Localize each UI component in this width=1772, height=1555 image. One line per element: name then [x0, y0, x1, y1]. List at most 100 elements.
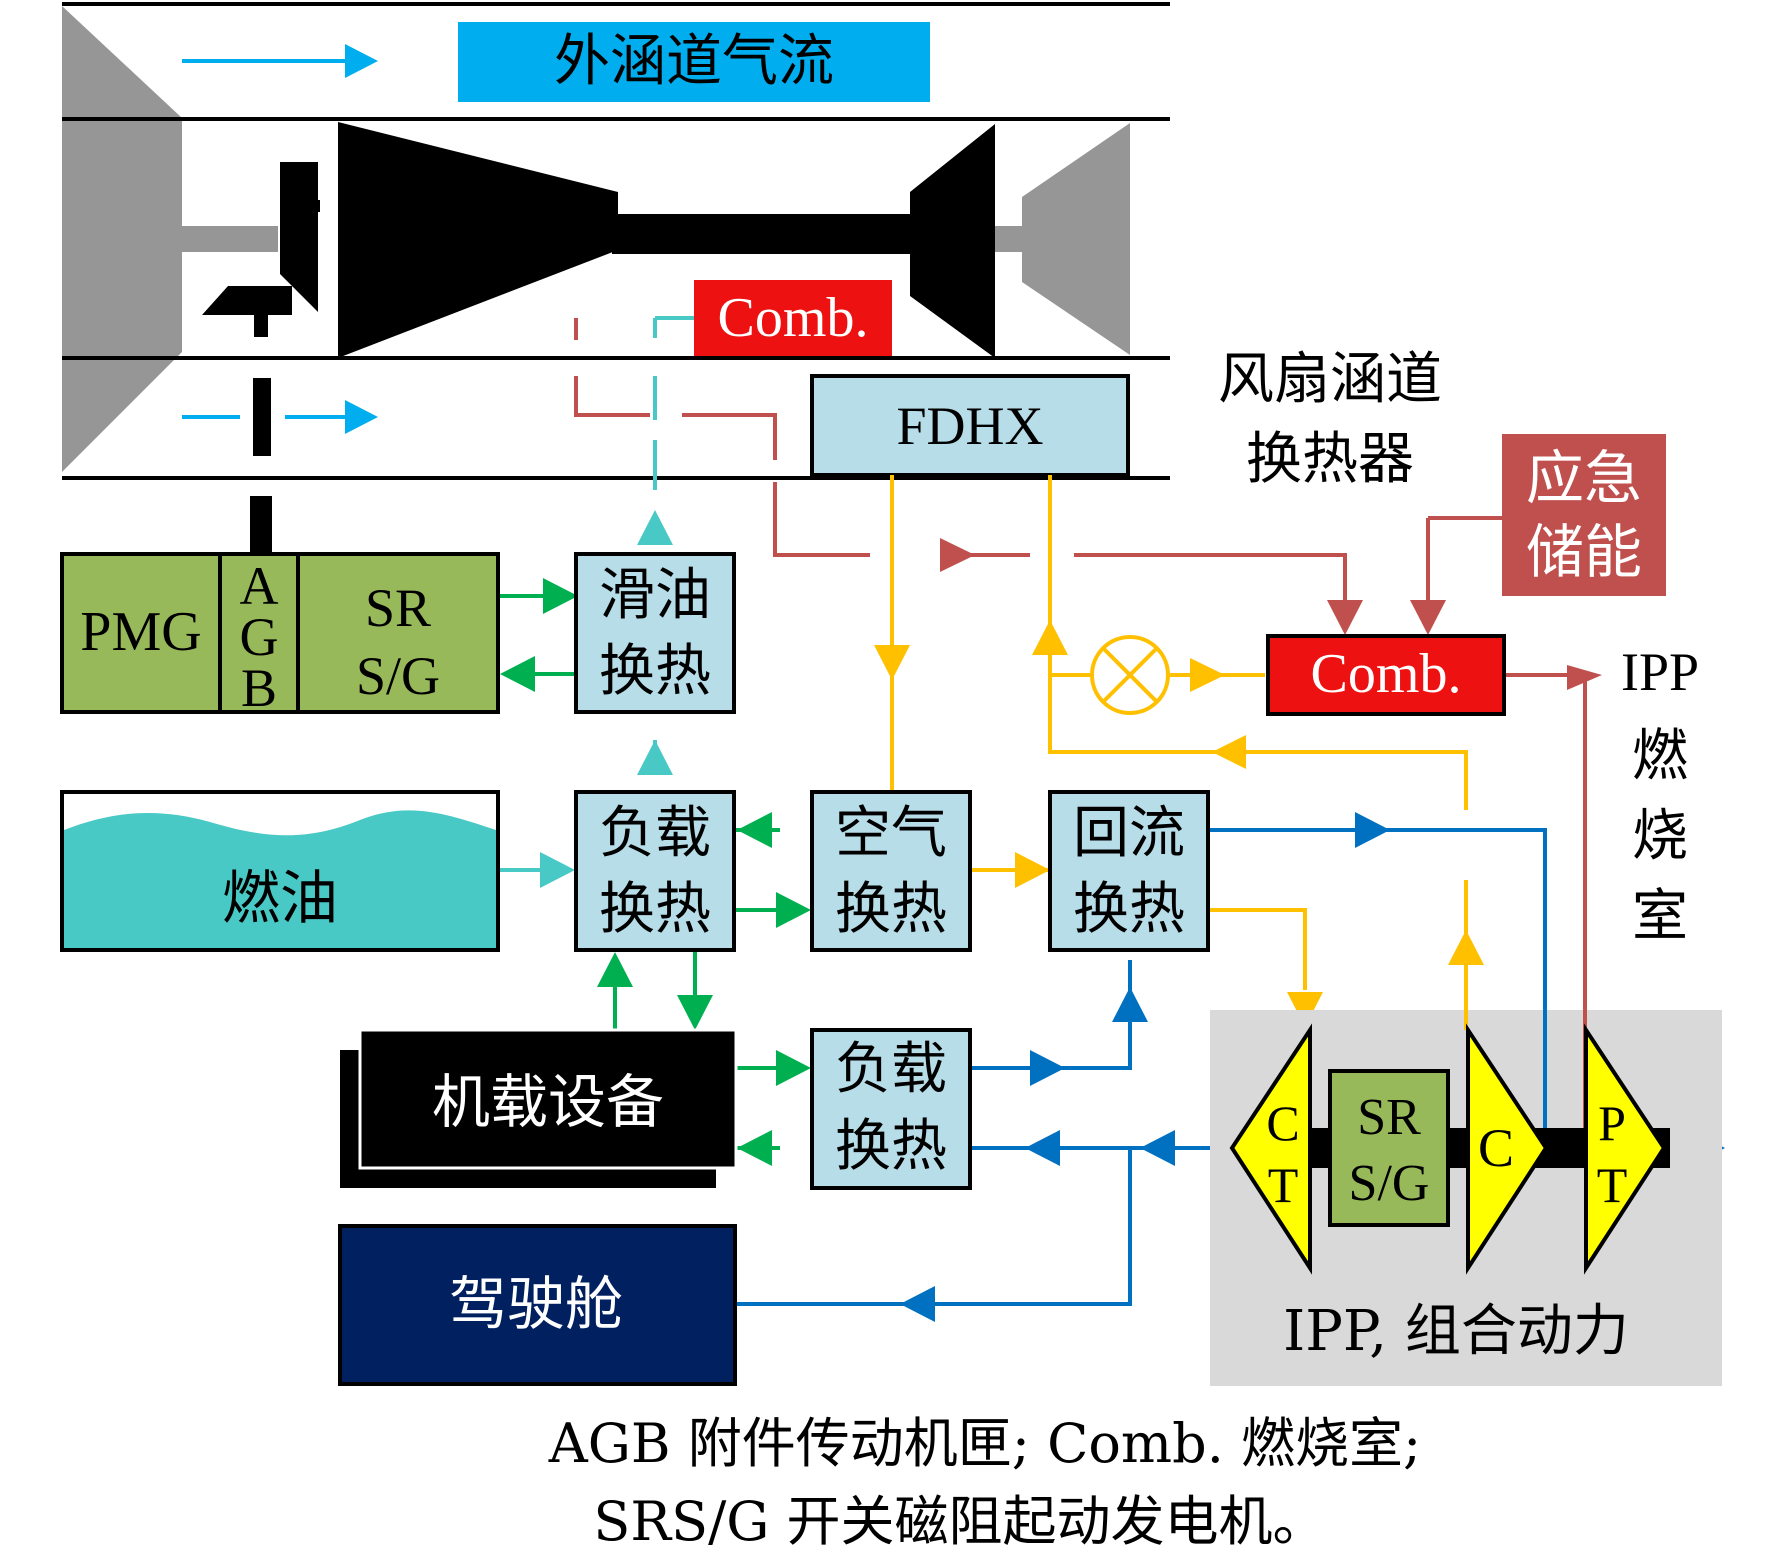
recup-hx-box: [1048, 790, 1210, 952]
coolant-arrowhead-6: [900, 1286, 935, 1322]
emergency-storage-label-2: 储能: [1526, 518, 1642, 586]
fuel-flow-arrowhead: [540, 852, 575, 888]
air-down-arrowhead: [874, 645, 910, 680]
green-arrowhead-7: [776, 1050, 811, 1086]
green-arrowhead-1: [543, 578, 578, 614]
coolant-arrowhead-4: [1030, 1050, 1065, 1086]
coolant-arrowhead-1: [1355, 812, 1390, 848]
ipp-pt-label-t: T: [1597, 1157, 1628, 1213]
fan-blade: [62, 6, 182, 472]
ipp-chamber-label-2: 燃: [1632, 724, 1688, 789]
agb-label-g: G: [240, 607, 279, 667]
hot-gas-arrowhead-mid: [940, 538, 975, 572]
fuel-label: 燃油: [222, 864, 338, 932]
air-up-arrowhead: [1032, 620, 1068, 655]
fuel-load-hx-label-2: 换热: [599, 877, 711, 942]
air-hx-box: [810, 790, 972, 952]
green-arrowhead-3: [737, 812, 772, 848]
ipp-compressor: [1466, 1023, 1549, 1275]
ipp-srsg-label-1: SR: [1357, 1089, 1421, 1146]
bevel-gear: [280, 162, 318, 312]
fuel-wave: [64, 810, 496, 948]
radial-drive-shaft-lower: [250, 496, 272, 554]
valve-icon: [1090, 635, 1170, 715]
ipp-chamber-label-3: 烧: [1632, 804, 1688, 869]
pmg-label: PMG: [80, 601, 201, 663]
engine-combustor-box: [694, 280, 892, 356]
ipp-srsg-label-2: S/G: [1349, 1155, 1430, 1212]
bypass-flow-arrowhead: [345, 44, 378, 78]
oil-hx-box: [574, 552, 736, 714]
air-right-arrowhead: [1190, 658, 1225, 692]
emergency-storage-box: [1502, 434, 1666, 596]
air-left-arrowhead: [1212, 735, 1246, 769]
fdhx-caption-1: 风扇涵道: [1218, 347, 1442, 412]
engine-section: 外涵道气流 Comb.: [62, 2, 1170, 554]
footnote-line-2: SRS/G 开关磁阻起动发电机。: [593, 1490, 1326, 1553]
avionics-box: [358, 1028, 738, 1170]
avionics-label: 机载设备: [432, 1068, 664, 1136]
oil-hx-label-2: 换热: [599, 639, 711, 704]
pinion-gear: [202, 286, 292, 315]
ipp-pt-label-p: P: [1598, 1095, 1626, 1151]
ipp-caption: IPP, 组合动力: [1283, 1299, 1629, 1364]
oil-vent-arrowhead: [637, 510, 673, 545]
coolant-arrowhead-2: [1140, 1130, 1175, 1166]
ipp-ct-label-c: C: [1266, 1095, 1299, 1151]
coolant-load-hx-label-2: 换热: [835, 1114, 947, 1179]
oil-hx-label-1: 滑油: [599, 563, 711, 628]
srsg-main-box: [296, 552, 500, 714]
footnote-line-1: AGB 附件传动机匣; Comb. 燃烧室;: [548, 1412, 1421, 1475]
oil-vent-line: [653, 316, 694, 490]
bevel-gear-top: [280, 200, 320, 212]
compressor: [338, 122, 618, 358]
valve-icon-x2: [1101, 646, 1159, 704]
ipp-chamber-label-4: 室: [1632, 884, 1688, 949]
radial-drive-shaft: [253, 378, 271, 456]
air-c-arrowhead: [1448, 930, 1484, 965]
green-arrowhead-2: [500, 656, 535, 692]
air-hx-label-1: 空气: [835, 801, 947, 866]
emergency-storage-label-1: 应急: [1526, 444, 1642, 512]
cockpit-box: [338, 1224, 737, 1386]
srsg-main-label-1: SR: [365, 578, 431, 638]
agb-label-a: A: [240, 556, 279, 616]
coolant-arrowhead-5: [1112, 987, 1148, 1022]
air-ct-arrowhead: [1287, 992, 1323, 1027]
ipp-ct-label-t: T: [1268, 1157, 1299, 1213]
green-arrowhead-6: [677, 995, 713, 1030]
fuel-up-arrowhead: [637, 740, 673, 775]
hot-gas-arrowhead-comb-2: [1410, 600, 1446, 635]
recup-hx-label-1: 回流: [1073, 801, 1185, 866]
fuel-load-hx-box: [574, 790, 736, 952]
bypass-label-box: [458, 22, 930, 102]
ipp-chamber-label-1: IPP: [1621, 642, 1699, 702]
ipp-combustor-label: Comb.: [1311, 643, 1462, 705]
air-recup-arrowhead: [1015, 852, 1050, 888]
hot-gas-arrowhead-comb-1: [1327, 600, 1363, 635]
recup-hx-label-2: 换热: [1073, 877, 1185, 942]
bypass-label: 外涵道气流: [554, 29, 834, 94]
coolant-load-hx-box: [810, 1028, 972, 1190]
hot-gas-arrowhead-ipp: [1567, 665, 1602, 690]
cockpit-label: 驾驶舱: [449, 1270, 623, 1338]
core-shaft: [612, 214, 942, 254]
pinion-stem: [254, 315, 268, 337]
coolant-load-hx-label-1: 负载: [835, 1037, 947, 1102]
turbine-block: [930, 192, 995, 296]
srsg-main-label-2: S/G: [356, 646, 440, 706]
fan-shaft: [182, 226, 278, 252]
fdhx-box: [810, 374, 1130, 477]
green-arrowhead-8: [737, 1130, 772, 1166]
air-hx-label-2: 换热: [835, 877, 947, 942]
nozzle-cone: [1022, 123, 1130, 355]
engine-combustor-label: Comb.: [718, 287, 869, 349]
ipp-compressor-label: C: [1478, 1118, 1514, 1178]
agb-label-b: B: [241, 658, 277, 718]
green-arrowhead-5: [597, 952, 633, 987]
ipp-combustor-box: [1266, 634, 1506, 716]
green-arrowhead-4: [776, 892, 811, 928]
ipp-srsg-box: [1328, 1069, 1450, 1227]
ipp-power-turbine: [1584, 1023, 1667, 1275]
pmg-box: [60, 552, 222, 714]
